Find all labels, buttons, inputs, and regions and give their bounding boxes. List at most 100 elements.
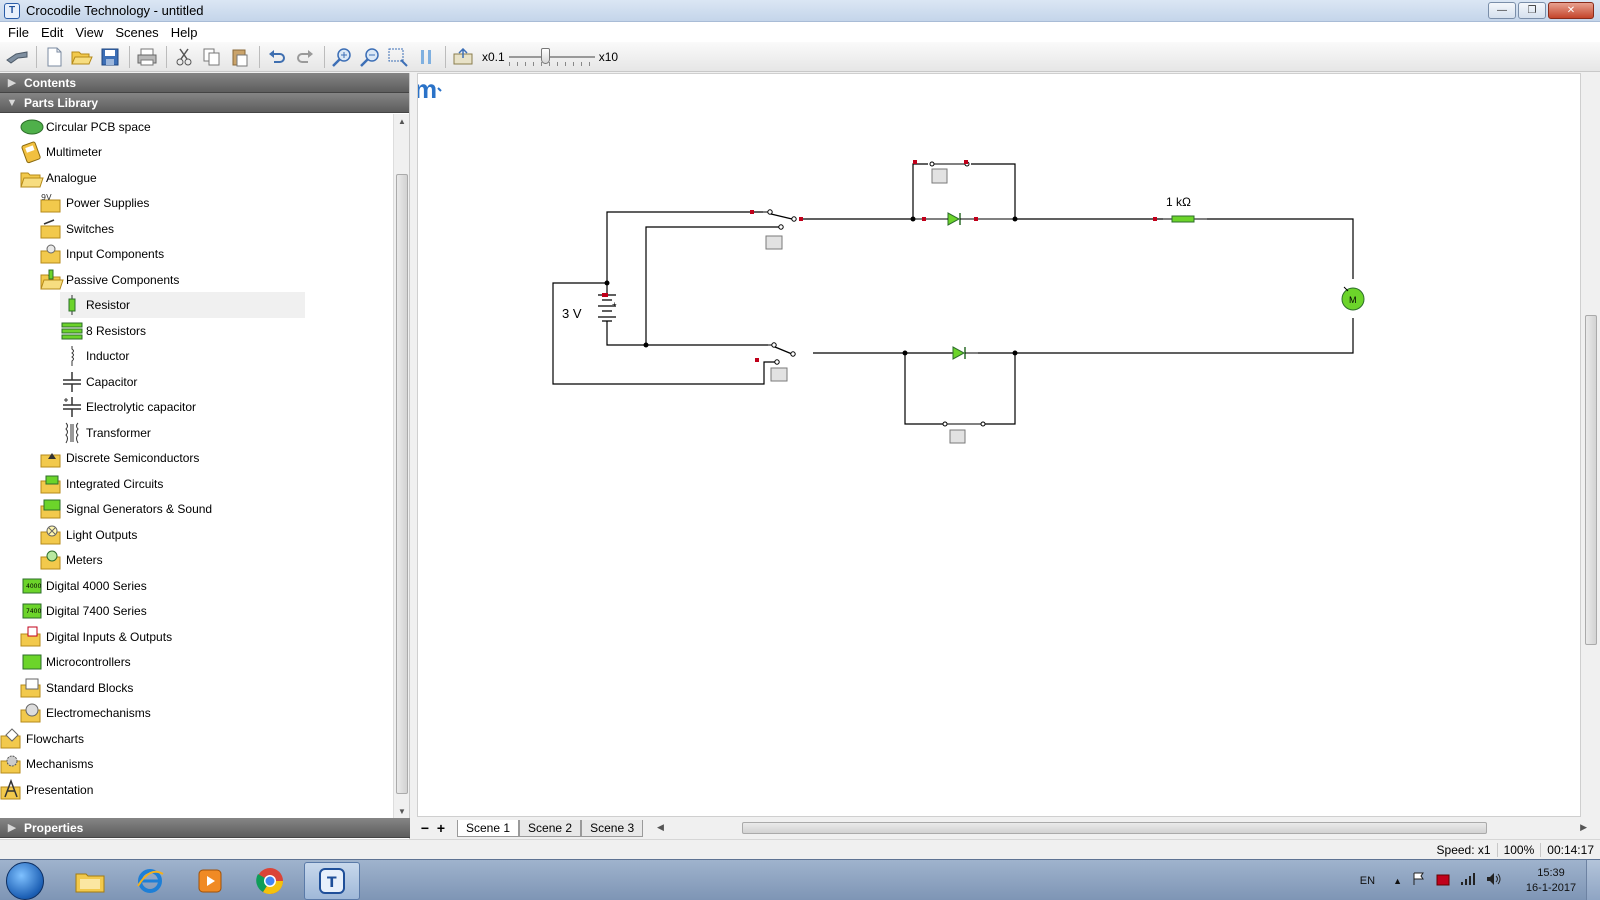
media-player-taskbar-button[interactable] [182,862,238,900]
security-icon[interactable] [1436,872,1450,889]
paste-button[interactable] [227,44,253,70]
redo-button[interactable] [292,44,318,70]
canvas-scroll-thumb[interactable] [1585,315,1597,645]
new-button[interactable] [41,44,67,70]
tab-scene-1[interactable]: Scene 1 [457,819,520,837]
explorer-taskbar-button[interactable] [62,862,118,900]
tree-item-meters[interactable]: Meters [40,547,103,573]
show-desktop-button[interactable] [1586,860,1600,900]
volume-icon[interactable] [1486,872,1502,889]
menu-file[interactable]: File [8,24,29,40]
properties-header[interactable]: ▶ Properties [0,818,410,838]
scroll-left-arrow-icon[interactable]: ◀ [657,822,664,832]
tree-item-integrated-circuits[interactable]: Integrated Circuits [40,471,163,497]
menu-help[interactable]: Help [170,24,198,40]
zoom-fit-button[interactable] [385,44,411,70]
motor[interactable]: M [1341,286,1365,311]
tree-item-mechanisms[interactable]: Mechanisms [0,751,93,777]
tab-scene-3[interactable]: Scene 3 [581,819,644,837]
undo-button[interactable] [264,44,290,70]
switch-toggle-button[interactable] [770,367,788,382]
parts-tree-scroll-thumb[interactable] [396,174,408,794]
top-diode[interactable] [913,212,1015,226]
top-spdt-switch[interactable] [750,209,803,250]
export-button[interactable] [450,44,476,70]
minimize-button[interactable]: — [1488,2,1516,19]
clock[interactable]: 15:39 16-1-2017 [1516,866,1586,896]
tree-item-presentation[interactable]: Presentation [0,777,93,803]
switch-toggle-button[interactable] [949,429,966,444]
tree-item-transformer[interactable]: Transformer [60,420,151,446]
print-button[interactable] [134,44,160,70]
bottom-push-switch[interactable] [942,421,986,444]
pause-button[interactable] [413,44,439,70]
bottom-diode[interactable] [952,346,978,360]
zoom-slider[interactable] [508,47,595,67]
cut-button[interactable] [171,44,197,70]
action-center-flag-icon[interactable] [1412,872,1426,889]
tree-item-analogue[interactable]: Analogue [20,165,97,191]
tree-item-signal-generators[interactable]: Signal Generators & Sound [40,496,212,522]
tree-item-microcontrollers[interactable]: Microcontrollers [20,649,131,675]
tree-item-discrete-semiconductors[interactable]: Discrete Semiconductors [40,445,199,471]
switch-toggle-button[interactable] [931,168,948,184]
crocodile-tool-button[interactable] [4,44,30,70]
contents-header[interactable]: ▶ Contents [0,73,409,93]
tab-scene-2[interactable]: Scene 2 [519,819,582,837]
menu-edit[interactable]: Edit [40,24,64,40]
menu-scenes[interactable]: Scenes [115,24,159,40]
battery[interactable]: + [598,293,617,322]
scroll-up-arrow-icon[interactable]: ▲ [398,116,406,126]
parts-library-header[interactable]: ▼ Parts Library [0,93,409,113]
tree-item-power-supplies[interactable]: 9V Power Supplies [40,190,149,216]
tree-item-switches[interactable]: Switches [40,216,114,242]
tree-item-input-components[interactable]: Input Components [40,241,164,267]
canvas-scrollbar[interactable] [1582,73,1600,817]
circuit-canvas[interactable]: m [417,73,1581,817]
tree-item-electrolytic-capacitor[interactable]: Electrolytic capacitor [60,394,196,420]
language-indicator[interactable]: EN [1359,874,1376,887]
add-scene-button[interactable]: + [436,820,446,836]
chrome-taskbar-button[interactable] [242,862,298,900]
remove-scene-button[interactable]: − [420,820,430,836]
scroll-right-arrow-icon[interactable]: ▶ [1580,822,1587,832]
parts-tree-scrollbar[interactable]: ▲ ▼ [393,114,409,818]
crocodile-taskbar-button[interactable]: T [304,862,360,900]
parts-library-label: Parts Library [24,95,99,110]
restore-button[interactable]: ❐ [1518,2,1546,19]
save-button[interactable] [97,44,123,70]
tree-item-digital-io[interactable]: Digital Inputs & Outputs [20,624,172,650]
tree-item-digital-7400[interactable]: 7400 Digital 7400 Series [20,598,147,624]
tree-item-circular-pcb[interactable]: Circular PCB space [20,114,151,140]
ie-taskbar-button[interactable] [122,862,178,900]
open-button[interactable] [69,44,95,70]
zoom-slider-thumb[interactable] [540,47,550,64]
tree-item-standard-blocks[interactable]: Standard Blocks [20,675,133,701]
tree-item-resistor[interactable]: Resistor [60,292,305,318]
bottom-spdt-switch[interactable] [755,342,796,382]
resistor-1k[interactable] [1153,215,1207,223]
tree-item-passive-components[interactable]: Passive Components [40,267,179,293]
close-button[interactable]: ✕ [1548,2,1594,19]
tree-item-digital-4000[interactable]: 4000 Digital 4000 Series [20,573,147,599]
tree-item-electromechanisms[interactable]: Electromechanisms [20,700,151,726]
tree-item-inductor[interactable]: Inductor [60,343,129,369]
canvas-hscroll-thumb[interactable] [742,822,1487,834]
scroll-down-arrow-icon[interactable]: ▼ [398,806,406,816]
tray-expand-icon[interactable]: ▲ [1393,875,1402,886]
network-signal-icon[interactable] [1460,872,1476,889]
zoom-in-button[interactable] [329,44,355,70]
tree-item-8-resistors[interactable]: 8 Resistors [60,318,146,344]
menu-view[interactable]: View [75,24,104,40]
start-button[interactable] [6,862,44,900]
tree-item-light-outputs[interactable]: Light Outputs [40,522,137,548]
top-push-switch[interactable] [913,160,970,184]
copy-button[interactable] [199,44,225,70]
tree-item-multimeter[interactable]: Multimeter [20,139,102,165]
paste-clipboard-icon [232,49,248,66]
switch-toggle-button[interactable] [765,235,783,250]
tree-item-flowcharts[interactable]: Flowcharts [0,726,84,752]
zoom-out-button[interactable] [357,44,383,70]
tree-item-capacitor[interactable]: Capacitor [60,369,137,395]
canvas-hscrollbar[interactable]: ◀ ▶ [657,820,1587,836]
